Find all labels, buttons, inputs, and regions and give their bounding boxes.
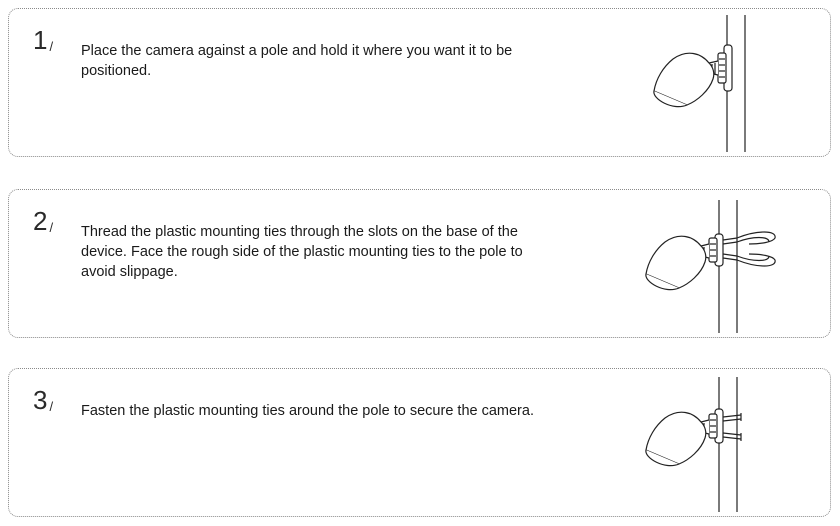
step-number-separator: / [49, 39, 54, 54]
step-instruction: Place the camera against a pole and hold… [81, 43, 513, 79]
camera-secured-to-pole-illustration [629, 369, 789, 516]
step-number: 2/ [33, 206, 54, 236]
step-number: 3/ [33, 385, 54, 415]
step-number: 1/ [33, 25, 54, 55]
step-card-3: 3/ Fasten the plastic mounting ties arou… [8, 368, 831, 517]
step-number-separator: / [49, 399, 54, 414]
camera-against-pole-illustration [629, 9, 789, 156]
camera-with-open-ties-illustration [629, 190, 789, 337]
step-instruction: Fasten the plastic mounting ties around … [81, 403, 534, 419]
step-card-1: 1/ Place the camera against a pole and h… [8, 8, 831, 157]
step-card-2: 2/ Thread the plastic mounting ties thro… [8, 189, 831, 338]
step-number-separator: / [49, 220, 54, 235]
step-instruction: Thread the plastic mounting ties through… [81, 224, 523, 280]
